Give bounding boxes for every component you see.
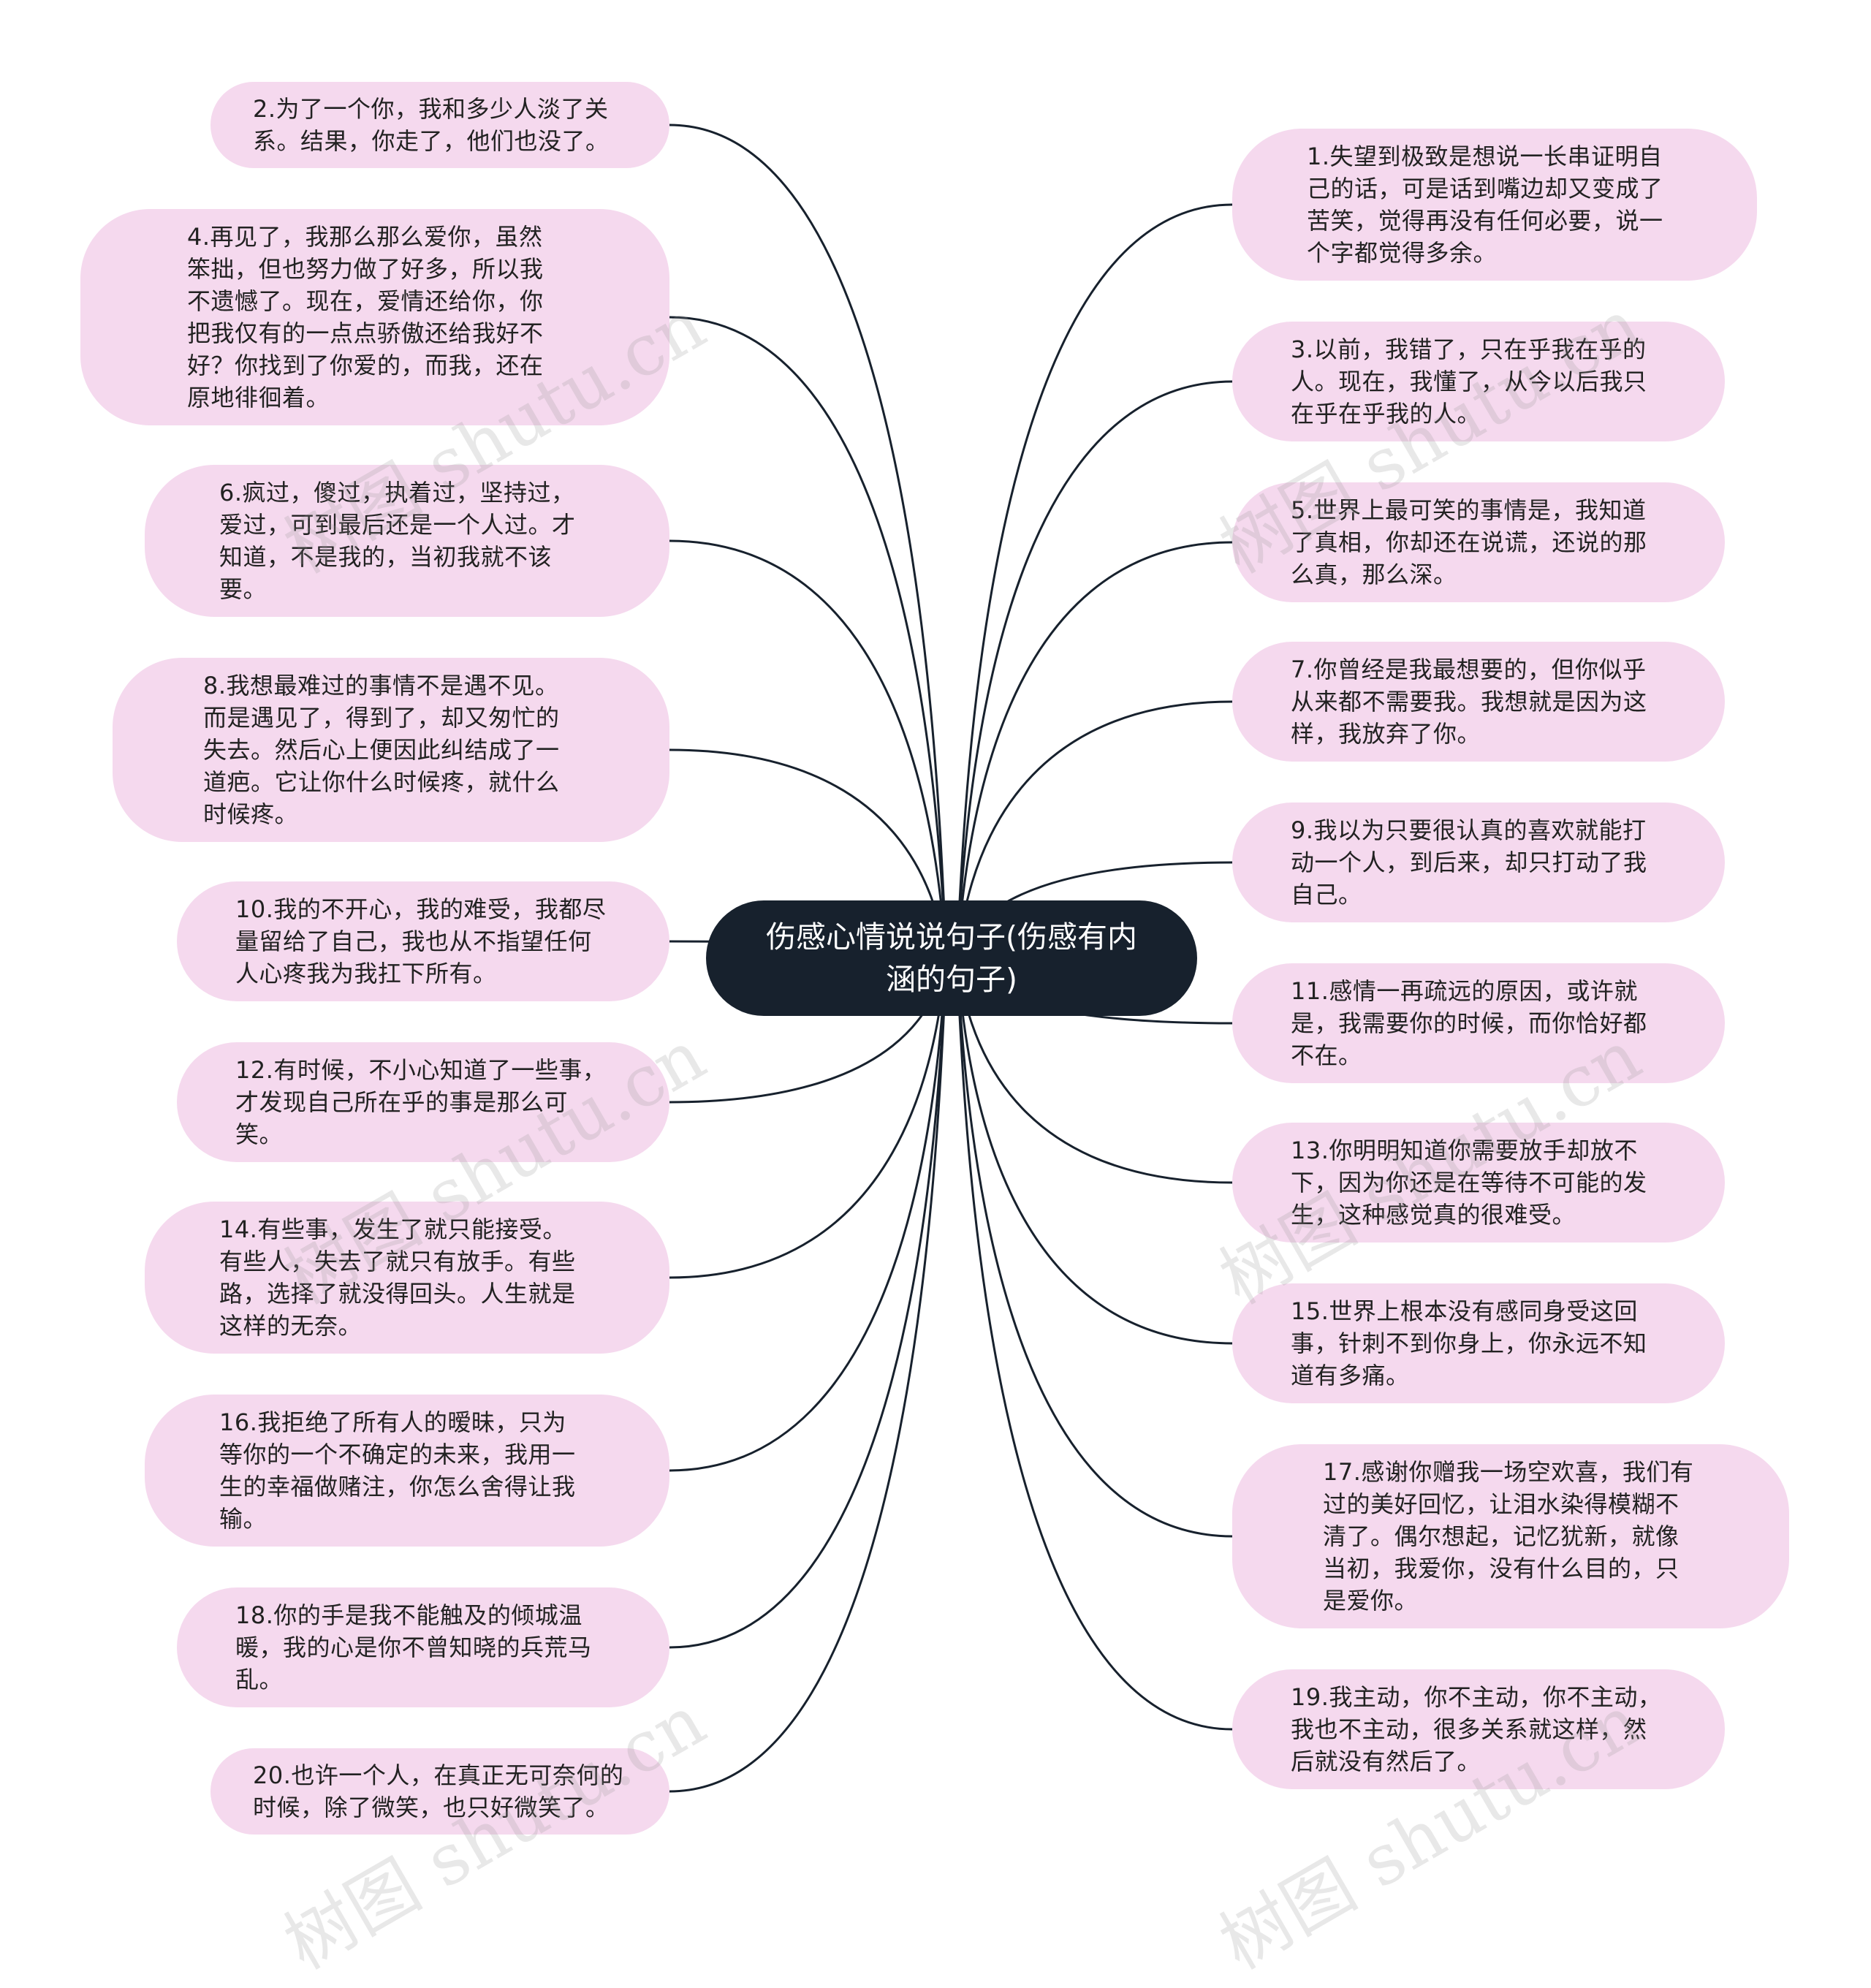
node-text: 4.再见了，我那么那么爱你，虽然笨拙，但也努力做了好多，所以我不遗憾了。现在，爱… [187, 223, 544, 411]
left-node-12[interactable]: 12.有时候，不小心知道了一些事，才发现自己所在乎的事是那么可笑。 [177, 1042, 669, 1162]
left-node-10[interactable]: 10.我的不开心，我的难受，我都尽量留给了自己，我也从不指望任何人心疼我为我扛下… [177, 881, 669, 1001]
connector-line [955, 957, 1233, 1538]
node-text: 6.疯过，傻过，执着过，坚持过，爱过，可到最后还是一个人过。才知道，不是我的，当… [219, 479, 576, 603]
right-node-11[interactable]: 11.感情一再疏远的原因，或许就是，我需要你的时候，而你恰好都不在。 [1232, 963, 1725, 1083]
left-node-4[interactable]: 4.再见了，我那么那么爱你，虽然笨拙，但也努力做了好多，所以我不遗憾了。现在，爱… [80, 209, 669, 425]
left-node-20[interactable]: 20.也许一个人，在真正无可奈何的时候，除了微笑，也只好微笑了。 [210, 1748, 669, 1835]
node-text: 1.失望到极致是想说一长串证明自己的话，可是话到嘴边却又变成了苦笑，觉得再没有任… [1307, 143, 1663, 267]
node-text: 18.你的手是我不能触及的倾城温暖，我的心是你不曾知晓的兵荒马乱。 [235, 1601, 592, 1693]
mindmap-canvas: 伤感心情说说句子(伤感有内涵的句子) 2.为了一个你，我和多少人淡了关系。结果，… [80, 82, 1789, 1985]
node-text: 9.我以为只要很认真的喜欢就能打动一个人，到后来，却只打动了我自己。 [1291, 816, 1647, 908]
left-node-6[interactable]: 6.疯过，傻过，执着过，坚持过，爱过，可到最后还是一个人过。才知道，不是我的，当… [145, 465, 669, 617]
central-topic[interactable]: 伤感心情说说句子(伤感有内涵的句子) [706, 900, 1197, 1016]
node-text: 17.感谢你赠我一场空欢喜，我们有过的美好回忆，让泪水染得模糊不清了。偶尔想起，… [1323, 1458, 1694, 1615]
node-text: 8.我想最难过的事情不是遇不见。而是遇见了，得到了，却又匆忙的失去。然后心上便因… [203, 672, 560, 828]
right-node-13[interactable]: 13.你明明知道你需要放手却放不下，因为你还是在等待不可能的发生，这种感觉真的很… [1232, 1123, 1725, 1242]
left-node-16[interactable]: 16.我拒绝了所有人的暧昧，只为等你的一个不确定的未来，我用一生的幸福做赌注，你… [145, 1395, 669, 1547]
node-text: 19.我主动，你不主动，你不主动，我也不主动，很多关系就这样，然后就没有然后了。 [1291, 1683, 1662, 1775]
left-node-2[interactable]: 2.为了一个你，我和多少人淡了关系。结果，你走了，他们也没了。 [210, 82, 669, 168]
node-text: 2.为了一个你，我和多少人淡了关系。结果，你走了，他们也没了。 [253, 95, 610, 155]
node-text: 15.世界上根本没有感同身受这回事，针刺不到你身上，你永远不知道有多痛。 [1291, 1297, 1647, 1389]
left-node-18[interactable]: 18.你的手是我不能触及的倾城温暖，我的心是你不曾知晓的兵荒马乱。 [177, 1587, 669, 1707]
connector-line [669, 539, 949, 959]
connector-line [955, 203, 1233, 959]
right-node-1[interactable]: 1.失望到极致是想说一长串证明自己的话，可是话到嘴边却又变成了苦笑，觉得再没有任… [1232, 129, 1757, 281]
central-topic-label: 伤感心情说说句子(伤感有内涵的句子) [766, 919, 1137, 997]
node-text: 11.感情一再疏远的原因，或许就是，我需要你的时候，而你恰好都不在。 [1291, 977, 1647, 1069]
right-node-9[interactable]: 9.我以为只要很认真的喜欢就能打动一个人，到后来，却只打动了我自己。 [1232, 803, 1725, 922]
right-node-7[interactable]: 7.你曾经是我最想要的，但你似乎从来都不需要我。我想就是因为这样，我放弃了你。 [1232, 642, 1725, 762]
connector-line [955, 541, 1233, 959]
left-node-14[interactable]: 14.有些事，发生了就只能接受。有些人，失去了就只有放手。有些路，选择了就没得回… [145, 1202, 669, 1354]
connector-line [955, 957, 1233, 1731]
node-text: 14.有些事，发生了就只能接受。有些人，失去了就只有放手。有些路，选择了就没得回… [219, 1215, 576, 1340]
node-text: 3.以前，我错了，只在乎我在乎的人。现在，我懂了，从今以后我只在乎在乎我的人。 [1291, 335, 1647, 428]
node-text: 12.有时候，不小心知道了一些事，才发现自己所在乎的事是那么可笑。 [235, 1056, 607, 1148]
node-text: 7.你曾经是我最想要的，但你似乎从来都不需要我。我想就是因为这样，我放弃了你。 [1291, 656, 1647, 748]
node-text: 10.我的不开心，我的难受，我都尽量留给了自己，我也从不指望任何人心疼我为我扛下… [235, 895, 607, 987]
connector-line [669, 957, 949, 1649]
node-text: 16.我拒绝了所有人的暧昧，只为等你的一个不确定的未来，我用一生的幸福做赌注，你… [219, 1408, 576, 1533]
right-node-5[interactable]: 5.世界上最可笑的事情是，我知道了真相，你却还在说谎，还说的那么真，那么深。 [1232, 482, 1725, 602]
right-node-17[interactable]: 17.感谢你赠我一场空欢喜，我们有过的美好回忆，让泪水染得模糊不清了。偶尔想起，… [1232, 1444, 1789, 1628]
right-node-19[interactable]: 19.我主动，你不主动，你不主动，我也不主动，很多关系就这样，然后就没有然后了。 [1232, 1669, 1725, 1789]
connector-line [669, 124, 949, 959]
node-text: 20.也许一个人，在真正无可奈何的时候，除了微笑，也只好微笑了。 [253, 1761, 624, 1821]
right-node-3[interactable]: 3.以前，我错了，只在乎我在乎的人。现在，我懂了，从今以后我只在乎在乎我的人。 [1232, 322, 1725, 441]
connector-line [955, 380, 1233, 959]
left-node-8[interactable]: 8.我想最难过的事情不是遇不见。而是遇见了，得到了，却又匆忙的失去。然后心上便因… [113, 658, 669, 842]
connector-line [669, 957, 949, 1793]
node-text: 5.世界上最可笑的事情是，我知道了真相，你却还在说谎，还说的那么真，那么深。 [1291, 496, 1647, 588]
connector-line [669, 316, 949, 959]
right-node-15[interactable]: 15.世界上根本没有感同身受这回事，针刺不到你身上，你永远不知道有多痛。 [1232, 1283, 1725, 1403]
node-text: 13.你明明知道你需要放手却放不下，因为你还是在等待不可能的发生，这种感觉真的很… [1291, 1137, 1647, 1229]
